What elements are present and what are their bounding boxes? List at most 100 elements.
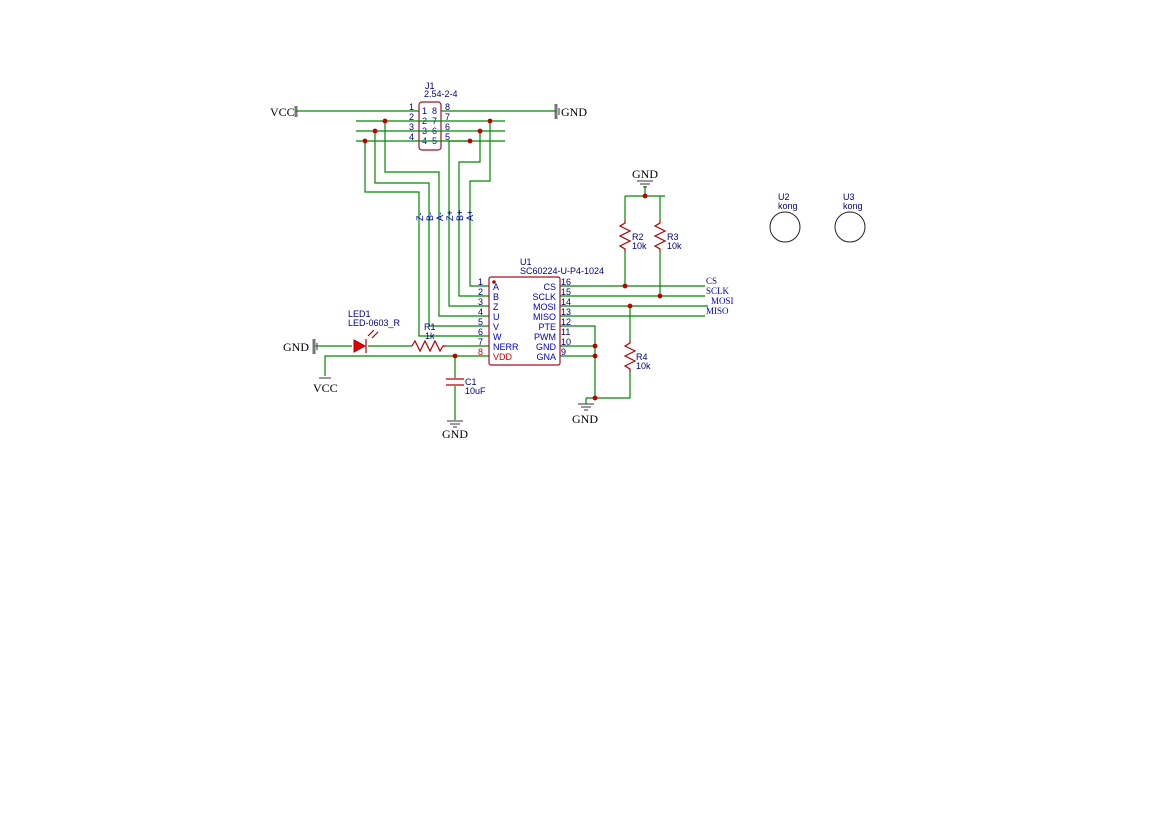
wire-pte xyxy=(560,325,596,398)
resistor-r1[interactable]: R1 1k xyxy=(411,322,446,353)
led1-reference: LED1 xyxy=(348,309,371,319)
r4-reference: R4 xyxy=(636,352,648,362)
u1-pin-name-miso: MISO xyxy=(533,312,556,322)
u1-body xyxy=(488,276,561,366)
wire-r4-bottom xyxy=(586,372,631,399)
ic-u1[interactable]: U1 SC60224-U-P4-1024 1 2 3 4 5 6 7 8 A B… xyxy=(478,257,604,366)
gnd-label-led: GND xyxy=(283,340,309,354)
u1-pin-num-15: 15 xyxy=(561,287,571,297)
j1-reference: J1 xyxy=(425,81,435,91)
wire-vcc-vdd xyxy=(324,355,489,376)
u1-pin-num-1: 1 xyxy=(478,277,483,287)
led-led1[interactable]: LED1 LED-0603_R xyxy=(348,309,401,353)
u1-pin-num-3: 3 xyxy=(478,297,483,307)
u1-pin-num-4: 4 xyxy=(478,307,483,317)
net-label-miso: MISO xyxy=(706,306,729,316)
junction-gnd-bottom xyxy=(592,395,598,401)
u1-pin-num-10: 10 xyxy=(561,337,571,347)
vcc-symbol-bottom: VCC xyxy=(313,377,338,395)
junction-gnd-pullups xyxy=(642,193,648,199)
u1-pin-name-gnd: GND xyxy=(536,342,557,352)
u1-pin-name-mosi: MOSI xyxy=(533,302,556,312)
u2-value: kong xyxy=(778,201,798,211)
j1-left-pin-3: 3 xyxy=(409,122,414,132)
u1-value: SC60224-U-P4-1024 xyxy=(520,266,604,276)
junction-mosi-r4 xyxy=(627,303,633,309)
label-a-plus: A+ xyxy=(465,210,475,221)
r1-reference: R1 xyxy=(424,322,436,332)
gnd-label-pullups: GND xyxy=(632,167,658,181)
net-label-mosi: MOSI xyxy=(711,296,734,306)
net-label-sclk: SCLK xyxy=(706,286,730,296)
wire-net xyxy=(296,110,708,420)
junction-z-minus xyxy=(362,138,368,144)
r3-reference: R3 xyxy=(667,232,679,242)
label-b-minus: B- xyxy=(425,212,435,221)
connector-j1[interactable]: J1 2.54-2-4 1 2 3 4 1 2 3 4 8 7 6 5 8 7 … xyxy=(409,81,458,151)
u1-pin-name-pte: PTE xyxy=(538,322,556,332)
junction-gna-pin xyxy=(592,353,598,359)
wire-b-minus xyxy=(374,131,489,327)
gnd-label-c1: GND xyxy=(442,427,468,441)
vcc-symbol-top: VCC xyxy=(270,105,298,119)
junction-gnd-pin xyxy=(592,343,598,349)
u1-pin-num-8: 8 xyxy=(478,347,483,357)
wire-a-minus xyxy=(384,121,489,317)
j1-left-pin-1: 1 xyxy=(409,102,414,112)
u1-pin-name-u: U xyxy=(493,312,500,322)
junction-a-plus xyxy=(487,118,493,124)
u1-pin1-marker xyxy=(492,280,496,284)
u3-reference: U3 xyxy=(843,192,855,202)
r4-zigzag xyxy=(623,340,637,372)
u3-outline xyxy=(834,211,866,243)
r3-zigzag xyxy=(653,220,667,252)
net-label-cs: CS xyxy=(706,276,717,286)
resistor-r4[interactable]: R4 10k xyxy=(623,340,651,372)
j1-right-pin-7: 7 xyxy=(445,112,450,122)
gnd-symbol-c1: GND xyxy=(442,420,468,441)
j1-value: 2.54-2-4 xyxy=(424,89,458,99)
gnd-label-top: GND xyxy=(561,105,587,119)
u1-pin-name-vdd: VDD xyxy=(493,352,513,362)
junction-a-minus xyxy=(382,118,388,124)
gnd-symbol-bottom: GND xyxy=(572,398,598,426)
junction-sclk-r3 xyxy=(657,293,663,299)
wire-z-plus xyxy=(448,140,489,307)
u1-pin-name-z: Z xyxy=(493,302,499,312)
signal-labels: Z- B- A- Z+ B+ A+ xyxy=(415,210,475,221)
u1-pin-name-w: W xyxy=(493,332,502,342)
j1-right-pin-5: 5 xyxy=(445,132,450,142)
r4-value: 10k xyxy=(636,361,651,371)
resistor-r2[interactable]: R2 10k xyxy=(618,220,647,252)
junction-vdd-c1 xyxy=(452,353,458,359)
u1-pin-name-a: A xyxy=(493,282,499,292)
j1-right-pin-6: 6 xyxy=(445,122,450,132)
u1-pin-num-5: 5 xyxy=(478,317,483,327)
component-u3[interactable]: U3 kong xyxy=(834,192,866,243)
gnd-label-bottom: GND xyxy=(572,412,598,426)
junction-b-minus xyxy=(372,128,378,134)
component-u2[interactable]: U2 kong xyxy=(769,192,801,243)
resistor-r3[interactable]: R3 10k xyxy=(653,220,682,252)
u1-pin-name-cs: CS xyxy=(543,282,556,292)
u1-pin-num-11: 11 xyxy=(561,327,570,337)
capacitor-c1[interactable]: C1 10uF xyxy=(446,377,486,396)
j1-inner-left-1: 1 xyxy=(422,106,427,116)
label-z-plus: Z+ xyxy=(445,210,455,221)
j1-inner-right-8: 8 xyxy=(432,106,437,116)
u2-reference: U2 xyxy=(778,192,790,202)
u1-pin-name-nerr: NERR xyxy=(493,342,519,352)
junction-b-plus xyxy=(477,128,483,134)
c1-value: 10uF xyxy=(465,386,486,396)
r3-value: 10k xyxy=(667,241,682,251)
wire-b-plus xyxy=(458,131,489,297)
u1-pin-name-b: B xyxy=(493,292,499,302)
gnd-symbol-top: GND xyxy=(554,104,587,119)
wire-a-plus xyxy=(469,121,491,287)
u2-outline xyxy=(769,211,801,243)
label-b-plus: B+ xyxy=(455,210,465,221)
junctions xyxy=(362,118,663,401)
r2-value: 10k xyxy=(632,241,647,251)
u1-pin-num-14: 14 xyxy=(561,297,571,307)
